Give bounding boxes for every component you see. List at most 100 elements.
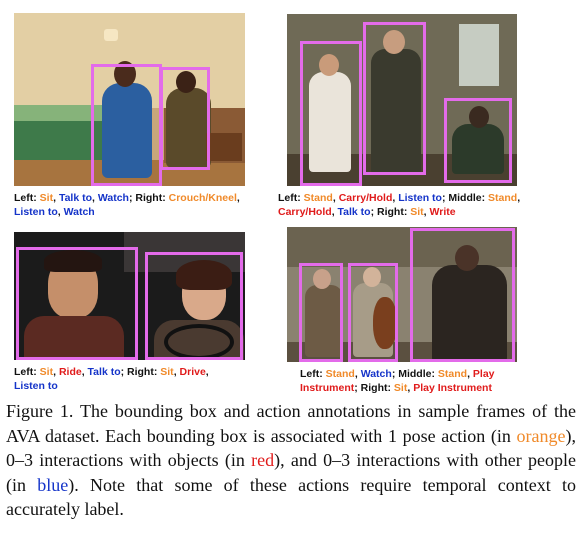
- caption-label: ,: [92, 192, 98, 204]
- table: [206, 133, 242, 161]
- people-action: Listen to: [398, 192, 442, 204]
- caption-label: ,: [236, 192, 240, 204]
- person-left-body: [102, 83, 152, 178]
- figure-caption: Figure 1. The bounding box and action an…: [6, 399, 576, 522]
- people-action: Watch: [360, 368, 392, 380]
- person-right-body: [452, 124, 504, 174]
- bbox-person-middle: [348, 263, 398, 362]
- people-action: Talk to: [337, 206, 371, 218]
- caption-text: Figure 1. The bounding box and action an…: [6, 401, 576, 446]
- people-action: Talk to: [87, 366, 121, 378]
- pose-action: Sit: [39, 192, 54, 204]
- cello: [373, 297, 397, 349]
- caption-label: ,: [354, 368, 361, 380]
- color-word-red: red: [251, 450, 275, 470]
- frame-car: [14, 232, 245, 360]
- caption-text: ), and 0–3 interactions with other peopl…: [6, 450, 576, 495]
- person-middle-head: [363, 267, 381, 287]
- pose-action: Stand: [303, 192, 333, 204]
- bbox-person-right: [444, 98, 512, 183]
- person-right-head: [176, 71, 196, 93]
- pose-action: Sit: [393, 382, 408, 394]
- caption-label: ,: [331, 206, 338, 218]
- pose-action: Sit: [410, 206, 424, 218]
- caption-label: ; Right:: [370, 206, 411, 218]
- color-word-orange: orange: [516, 425, 566, 446]
- object-action: Play Instrument: [413, 382, 492, 394]
- color-word-blue: blue: [37, 474, 69, 495]
- person-left-head: [319, 54, 339, 76]
- person-left-head: [114, 61, 136, 87]
- caption-label: ,: [332, 192, 339, 204]
- bbox-person-right: [410, 228, 515, 362]
- person-left-body: [24, 316, 124, 360]
- caption-label: ; Right:: [354, 382, 394, 394]
- person-left-body: [309, 72, 351, 172]
- object-action: Play: [472, 368, 495, 380]
- caption-label: ; Middle:: [391, 368, 438, 380]
- caption-panel-1: Left: Sit, Talk to, Watch; Right: Crouch…: [14, 191, 264, 219]
- caption-label: ,: [407, 382, 414, 394]
- caption-label: ,: [57, 206, 64, 218]
- pose-action: Sit: [39, 366, 54, 378]
- frame-drama-room: [287, 14, 517, 186]
- bbox-person-right: [145, 252, 243, 360]
- people-action: Listen to: [14, 380, 58, 392]
- caption-label: ; Right:: [120, 366, 161, 378]
- people-action: Watch: [97, 192, 129, 204]
- bbox-person-left: [299, 263, 343, 362]
- bbox-person-left: [300, 41, 362, 186]
- bed-sheet: [14, 121, 104, 163]
- person-left-head: [313, 269, 331, 289]
- object-action: Write: [429, 206, 456, 218]
- people-action: Listen to: [14, 206, 58, 218]
- frame-musicians: [287, 227, 517, 362]
- caption-label: ,: [517, 192, 521, 204]
- caption-label: ,: [173, 366, 180, 378]
- person-left-body: [305, 285, 343, 357]
- person-middle-body: [371, 49, 421, 174]
- caption-label: ,: [205, 366, 209, 378]
- person-right-body: [166, 88, 211, 168]
- pose-action: Stand: [325, 368, 355, 380]
- caption-label: Left:: [300, 368, 326, 380]
- caption-label: ; Right:: [128, 192, 169, 204]
- object-action: Carry/Hold: [338, 192, 393, 204]
- person-middle-head: [383, 30, 405, 54]
- caption-label: ,: [81, 366, 88, 378]
- people-action: Watch: [63, 206, 95, 218]
- caption-label: ,: [392, 192, 399, 204]
- pose-action: Stand: [437, 368, 468, 380]
- bbox-person-left: [91, 64, 162, 186]
- person-right-body: [432, 265, 507, 362]
- bbox-person-left: [16, 247, 138, 360]
- object-action: Drive: [179, 366, 206, 378]
- person-right-head: [455, 245, 479, 271]
- caption-text: ), 0–3 interactions with objects (in: [6, 425, 576, 471]
- object-action: Ride: [58, 366, 82, 378]
- pose-action: Sit: [160, 366, 174, 378]
- person-right-hair: [176, 260, 232, 290]
- caption-panel-2: Left: Stand, Carry/Hold, Listen to; Midd…: [278, 191, 578, 219]
- caption-label: Left:: [278, 192, 304, 204]
- bbox-person-right: [160, 67, 210, 170]
- object-action: Carry/Hold: [278, 206, 332, 218]
- pose-action: Crouch/Kneel: [168, 192, 237, 204]
- caption-label: ,: [467, 368, 473, 380]
- caption-panel-3: Left: Sit, Ride, Talk to; Right: Sit, Dr…: [14, 365, 264, 393]
- caption-text: ). Note that some of these actions requi…: [6, 474, 577, 520]
- person-right-head: [469, 106, 489, 128]
- pose-action: Stand: [488, 192, 518, 204]
- caption-label: ,: [423, 206, 430, 218]
- object-action: Instrument: [300, 382, 355, 394]
- caption-label: ,: [53, 366, 59, 378]
- lamp: [104, 29, 118, 41]
- caption-label: Left:: [14, 366, 40, 378]
- caption-label: Left:: [14, 192, 40, 204]
- caption-label: ; Middle:: [441, 192, 489, 204]
- people-action: Talk to: [58, 192, 92, 204]
- window: [459, 24, 499, 86]
- person-left-hair: [44, 250, 102, 272]
- caption-label: ,: [53, 192, 59, 204]
